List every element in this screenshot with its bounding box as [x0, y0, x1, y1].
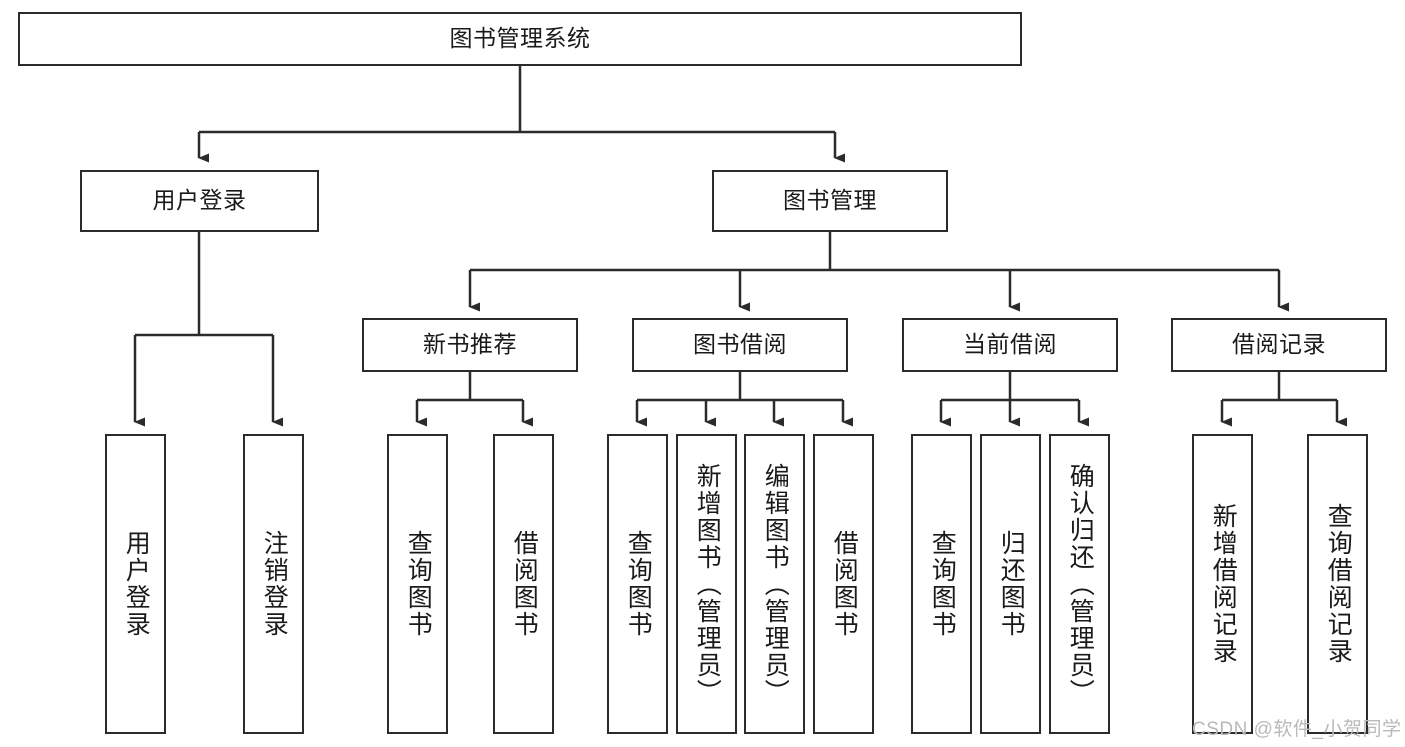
leaf-bb-borrow-book[interactable]: 借阅图书 — [813, 434, 874, 734]
node-label: 查询图书 — [624, 530, 653, 638]
leaf-bb-edit-book-admin[interactable]: 编辑图书（管理员） — [744, 434, 805, 734]
leaf-br-add-record[interactable]: 新增借阅记录 — [1192, 434, 1253, 734]
leaf-cb-return-book[interactable]: 归还图书 — [980, 434, 1041, 734]
node-label: 注销登录 — [260, 530, 289, 638]
node-new-book-recommend[interactable]: 新书推荐 — [362, 318, 578, 372]
node-label: 借阅图书 — [830, 530, 859, 638]
node-label: 图书管理 — [783, 187, 877, 214]
node-label: 查询借阅记录 — [1324, 503, 1353, 665]
node-label: 新书推荐 — [423, 331, 517, 358]
node-label: 归还图书 — [997, 530, 1026, 638]
node-label: 图书借阅 — [693, 331, 787, 358]
node-borrow-record[interactable]: 借阅记录 — [1171, 318, 1387, 372]
node-label: 新增借阅记录 — [1209, 503, 1238, 665]
node-label: 用户登录 — [122, 530, 151, 638]
node-label: 借阅记录 — [1232, 331, 1326, 358]
leaf-nb-borrow-book[interactable]: 借阅图书 — [493, 434, 554, 734]
node-user-login[interactable]: 用户登录 — [80, 170, 319, 232]
node-label: 新增图书（管理员） — [693, 462, 722, 706]
node-current-borrow[interactable]: 当前借阅 — [902, 318, 1118, 372]
leaf-br-query-record[interactable]: 查询借阅记录 — [1307, 434, 1368, 734]
node-label: 查询图书 — [928, 530, 957, 638]
leaf-bb-query-book[interactable]: 查询图书 — [607, 434, 668, 734]
node-label: 用户登录 — [152, 187, 247, 214]
node-label: 确认归还（管理员） — [1066, 462, 1095, 706]
node-label: 当前借阅 — [963, 331, 1057, 358]
node-label: 编辑图书（管理员） — [761, 462, 790, 706]
leaf-logout[interactable]: 注销登录 — [243, 434, 304, 734]
node-book-management[interactable]: 图书管理 — [712, 170, 948, 232]
leaf-user-login[interactable]: 用户登录 — [105, 434, 166, 734]
node-label: 图书管理系统 — [449, 25, 591, 52]
node-root-system[interactable]: 图书管理系统 — [18, 12, 1022, 66]
leaf-nb-query-book[interactable]: 查询图书 — [387, 434, 448, 734]
node-label: 查询图书 — [404, 530, 433, 638]
leaf-cb-confirm-return-admin[interactable]: 确认归还（管理员） — [1049, 434, 1110, 734]
leaf-bb-add-book-admin[interactable]: 新增图书（管理员） — [676, 434, 737, 734]
leaf-cb-query-book[interactable]: 查询图书 — [911, 434, 972, 734]
node-label: 借阅图书 — [510, 530, 539, 638]
node-book-borrow[interactable]: 图书借阅 — [632, 318, 848, 372]
watermark-text: CSDN @软件_小贺同学 — [1192, 719, 1402, 740]
